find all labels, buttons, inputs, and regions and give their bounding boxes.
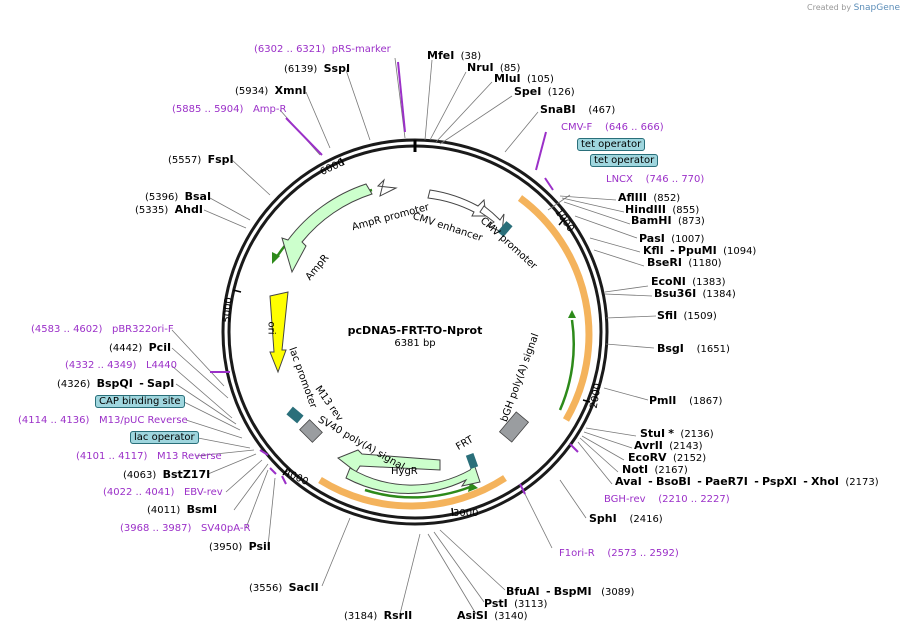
site-bsu36i: Bsu36I (1384) (654, 287, 736, 301)
site-tet-operator-1: tet operator (577, 138, 646, 151)
green-arc-right-head (568, 310, 576, 318)
site-cmv-f: CMV-F (646 .. 666) (561, 122, 664, 133)
site-sacii: (3556) SacII (249, 581, 319, 595)
site-bspqi-sapi: (4326) BspQI - SapI (57, 377, 175, 391)
site-cap-binding: CAP binding site (95, 395, 185, 408)
leader-lines (171, 57, 657, 615)
site-sv40pa-r: (3968 .. 3987) SV40pA-R (120, 523, 251, 534)
site-bsai: (5396) BsaI (145, 190, 212, 204)
site-bseri: BseRI (1180) (647, 256, 722, 270)
site-econi: EcoNI (1383) (651, 275, 726, 289)
site-amp-r: (5885 .. 5904) Amp-R (172, 104, 287, 115)
site-sfii: SfiI (1509) (657, 309, 717, 323)
green-arc-right (558, 319, 575, 411)
site-kfli-ppumi: KflI - PpuMI (1094) (643, 244, 757, 258)
site-avrii: AvrII (2143) (634, 439, 703, 453)
feature-hygr: HygR (391, 466, 418, 477)
credit: Created by SnapGene (807, 3, 900, 13)
site-ebv-rev: (4022 .. 4041) EBV-rev (103, 487, 223, 498)
orange-arc-right (517, 195, 593, 422)
green-arc-bottom (364, 485, 471, 499)
ruler-5000: 5000 (221, 296, 235, 324)
green-arc-ampr-head (272, 252, 280, 264)
m13-rev-box (299, 419, 323, 443)
site-snabi: SnaBI (467) (540, 103, 616, 117)
ampr-arrow (281, 183, 373, 274)
site-ecorv: EcoRV (2152) (628, 451, 707, 465)
site-sspi: (6139) SspI (284, 62, 351, 76)
site-fspi: (5557) FspI (168, 153, 234, 167)
ruler-ticks (232, 157, 591, 517)
site-hindiii: HindIII (855) (625, 203, 700, 217)
site-avai-group: AvaI - BsoBI - PaeR7I - PspXI - XhoI (21… (615, 475, 879, 489)
site-xmni: (5934) XmnI (235, 84, 307, 98)
site-pbr322ori-f: (4583 .. 4602) pBR322ori-F (31, 324, 174, 335)
ampr-promoter-arrow (376, 178, 398, 197)
snapgene-logo: SnapGene (853, 3, 900, 13)
site-f1ori-r: F1ori-R (2573 .. 2592) (559, 548, 679, 559)
site-ahdi: (5335) AhdI (135, 203, 203, 217)
ori-arrow (269, 291, 289, 374)
site-pasi: PasI (1007) (639, 232, 705, 246)
site-m13-reverse: (4101 .. 4117) M13 Reverse (76, 451, 222, 462)
lac-operator-box (286, 406, 304, 424)
sv40-arrow (337, 449, 441, 473)
feature-ori: ori (265, 321, 277, 335)
frt-box (465, 453, 479, 469)
site-lac-operator: lac operator (130, 431, 199, 444)
site-nrui: NruI (85) (467, 61, 521, 75)
site-mfei: MfeI (38) (427, 49, 482, 63)
site-bfuai-bspmi: BfuAI - BspMI (3089) (506, 585, 635, 599)
site-psii: (3950) PsiI (209, 540, 271, 554)
ruler-3000: 3000 (453, 508, 479, 519)
site-afliii: AflIII (852) (618, 191, 681, 205)
plasmid-name: pcDNA5-FRT-TO-Nprot (347, 324, 483, 337)
site-asisi: AsiSI (3140) (457, 609, 528, 623)
hygr-arrow (345, 462, 481, 494)
site-psti: PstI (3113) (484, 597, 548, 611)
credit-prefix: Created by (807, 3, 852, 12)
site-mlui: MluI (105) (494, 72, 554, 86)
tet-operator-box (497, 221, 513, 237)
bgh-box (498, 411, 530, 443)
orange-arc-bottom (318, 475, 507, 510)
site-pcii: (4442) PciI (109, 341, 172, 355)
cmv-promoter-arrow (479, 205, 505, 233)
site-rsrii: (3184) RsrII (344, 609, 413, 623)
site-m13-puc-reverse: (4114 .. 4136) M13/pUC Reverse (18, 415, 188, 426)
site-prs-marker: (6302 .. 6321) pRS-marker (254, 44, 391, 55)
site-l4440: (4332 .. 4349) L4440 (65, 360, 177, 371)
site-pmli: PmlI (1867) (649, 394, 723, 408)
site-bstz17i: (4063) BstZ17I (123, 468, 211, 482)
plasmid-length: 6381 bp (394, 338, 436, 349)
site-bamhi: BamHI (873) (631, 214, 705, 228)
site-spei: SpeI (126) (514, 85, 575, 99)
primer-marks (210, 61, 579, 495)
site-bsgi: BsgI (1651) (657, 342, 730, 356)
site-stui: StuI * (2136) (640, 427, 714, 441)
site-bgh-rev: BGH-rev (2210 .. 2227) (604, 494, 730, 505)
site-bsmi: (4011) BsmI (147, 503, 218, 517)
site-lncx: LNCX (746 .. 770) (606, 174, 705, 185)
site-sphi: SphI (2416) (589, 512, 663, 526)
site-tet-operator-2: tet operator (590, 154, 659, 167)
site-noti: NotI (2167) (622, 463, 688, 477)
cmv-enhancer-arrow (427, 189, 487, 217)
